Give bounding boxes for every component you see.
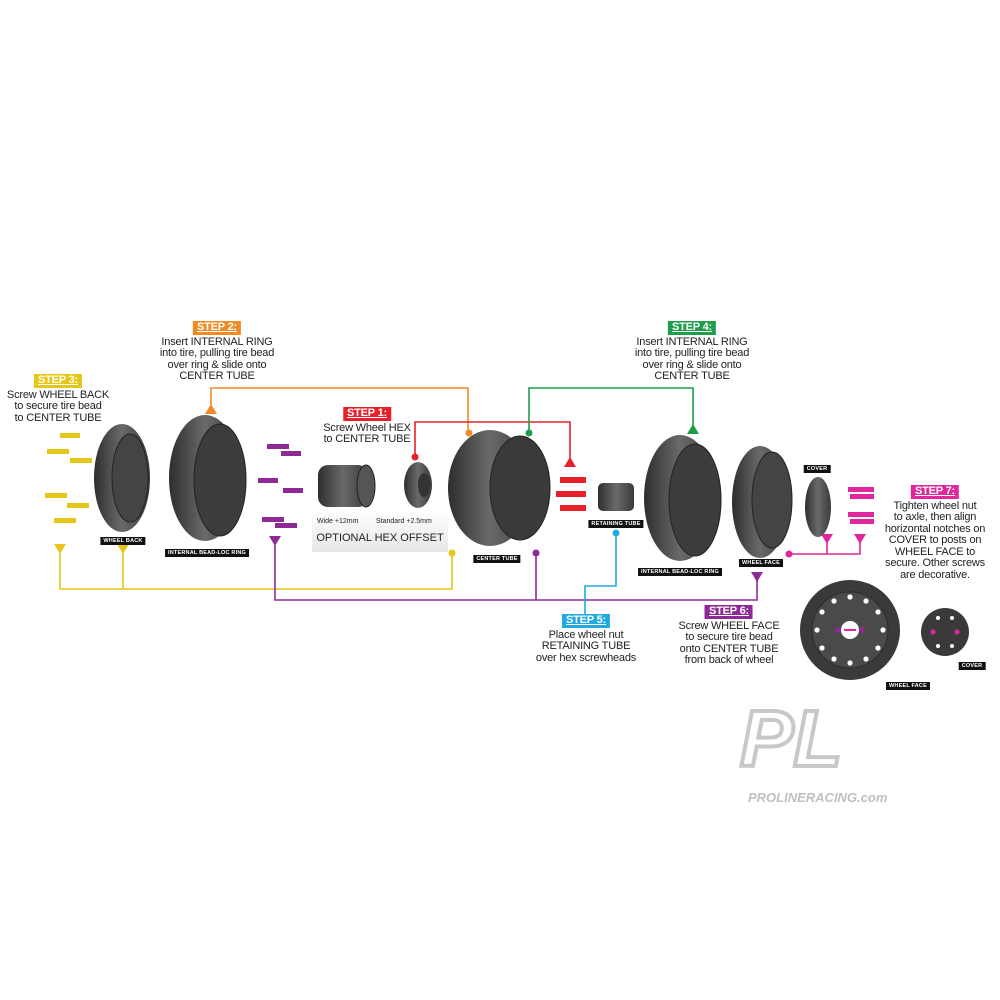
step4-instruction: STEP 4: Insert INTERNAL RING into tire, …	[635, 321, 749, 383]
step7-badge: STEP 7:	[911, 485, 959, 499]
label-cover: COVER	[803, 465, 831, 473]
step2-line: into tire, pulling tire bead	[159, 347, 275, 359]
step5-instruction: STEP 5: Place wheel nut RETAINING TUBE o…	[536, 614, 636, 664]
wheel-face-front-view	[800, 580, 900, 680]
red-screws	[556, 477, 586, 511]
step7-line: to axle, then align	[893, 511, 977, 523]
step3-instruction: STEP 3: Screw WHEEL BACK to secure tire …	[7, 374, 109, 424]
logo-text: PROLINERACING.com	[748, 790, 888, 805]
step2-badge: STEP 2:	[193, 321, 241, 335]
step2-line: CENTER TUBE	[179, 370, 255, 382]
proline-logo: PL PROLINERACING.com	[730, 692, 990, 815]
center-tube-part	[448, 430, 551, 546]
step3-line: Screw WHEEL BACK	[6, 388, 110, 401]
cover-part	[805, 477, 831, 537]
label-bead-loc-ring-1: INTERNAL BEAD-LOC RING	[165, 549, 249, 557]
step6-line: to secure tire bead	[685, 631, 773, 643]
step3-line: to secure tire bead	[14, 400, 102, 412]
step6-line: onto CENTER TUBE	[679, 642, 779, 655]
step5-badge: STEP 5:	[562, 614, 610, 628]
step6-line: Screw WHEEL FACE	[678, 619, 780, 632]
step7-line: are decorative.	[900, 568, 970, 581]
step2-connector	[210, 387, 469, 432]
step4-connector	[528, 387, 694, 433]
label-cover-front: COVER	[958, 662, 986, 670]
step7-line: Tighten wheel nut	[893, 499, 977, 512]
step6-connector	[274, 545, 758, 601]
optional-hex-offset-panel: Wide +12mm Standard +2.5mm OPTIONAL HEX …	[312, 510, 448, 552]
step7-line: WHEEL FACE to	[894, 545, 976, 558]
bead-loc-ring-1-part	[169, 415, 247, 541]
label-bead-loc-ring-2: INTERNAL BEAD-LOC RING	[638, 568, 722, 576]
step7-connector	[789, 538, 861, 555]
bead-loc-ring-2-part	[644, 435, 722, 561]
logo-mark: PL	[740, 700, 842, 783]
step4-badge: STEP 4:	[668, 321, 716, 335]
label-center-tube: CENTER TUBE	[473, 555, 521, 563]
hex-wide-part	[318, 464, 376, 508]
step1-line: Screw Wheel HEX	[323, 421, 411, 434]
hex-wide-label: Wide +12mm	[317, 518, 359, 525]
step3-badge: STEP 3:	[34, 374, 82, 388]
step6-instruction: STEP 6: Screw WHEEL FACE to secure tire …	[679, 605, 780, 667]
step5-line: Place wheel nut	[548, 628, 624, 641]
step5-line: over hex screwheads	[535, 651, 637, 664]
hex-offset-title: OPTIONAL HEX OFFSET	[316, 532, 444, 544]
step4-line: into tire, pulling tire bead	[634, 347, 750, 359]
step1-instruction: STEP 1: Screw Wheel HEX to CENTER TUBE	[323, 407, 411, 446]
step4-line: over ring & slide onto	[642, 358, 742, 371]
step7-line: horizontal notches on	[884, 522, 986, 535]
step5-line: RETAINING TUBE	[541, 640, 631, 652]
step1-line: to CENTER TUBE	[323, 433, 411, 445]
connector-markers	[54, 404, 866, 582]
step6-badge: STEP 6:	[705, 605, 753, 619]
step7-instruction: STEP 7: Tighten wheel nut to axle, then …	[885, 485, 985, 581]
step2-line: Insert INTERNAL RING	[161, 335, 273, 348]
label-wheel-face: WHEEL FACE	[739, 559, 783, 567]
retaining-tube-part	[598, 483, 634, 511]
step1-connector	[414, 421, 571, 460]
hex-standard-label: Standard +2.5mm	[376, 518, 432, 525]
label-retaining-tube: RETAINING TUBE	[588, 520, 644, 528]
wheel-face-part	[732, 446, 793, 558]
step7-line: secure. Other screws	[885, 557, 985, 569]
step2-line: over ring & slide onto	[167, 358, 267, 371]
step1-badge: STEP 1:	[343, 407, 391, 421]
step2-instruction: STEP 2: Insert INTERNAL RING into tire, …	[160, 321, 274, 383]
wheel-back-part	[94, 424, 150, 532]
step3-connector	[59, 550, 453, 590]
pink-screws	[848, 487, 874, 524]
step5-connector	[584, 533, 617, 616]
step6-line: from back of wheel	[684, 654, 774, 666]
yellow-screws	[45, 433, 92, 523]
step4-line: CENTER TUBE	[654, 370, 730, 382]
purple-screws	[258, 444, 303, 528]
hex-standard-part	[404, 462, 432, 508]
step4-line: Insert INTERNAL RING	[636, 335, 748, 348]
step7-line: COVER to posts on	[888, 534, 982, 546]
cover-front-view	[921, 608, 969, 656]
label-wheel-face-front: WHEEL FACE	[886, 682, 930, 690]
label-wheel-back: WHEEL BACK	[100, 537, 146, 545]
step3-line: to CENTER TUBE	[14, 411, 102, 424]
